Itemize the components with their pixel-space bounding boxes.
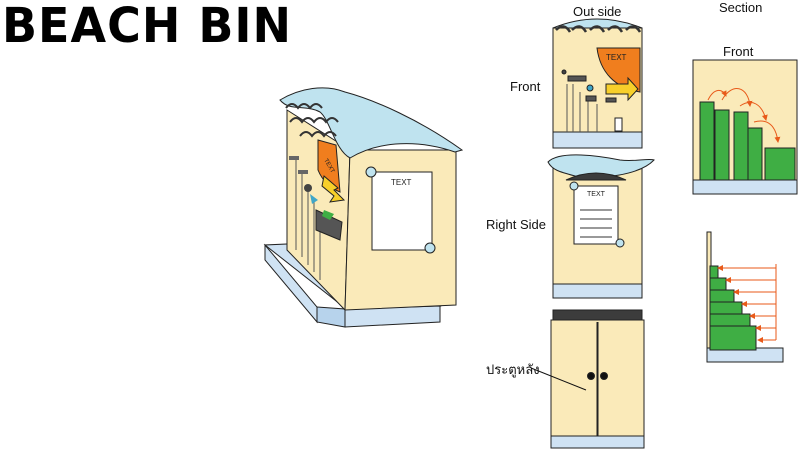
front-view	[552, 18, 643, 149]
label-back-door: ประตูหลัง	[486, 362, 540, 377]
page-title: BEACH BIN	[2, 0, 293, 54]
back-view	[530, 309, 645, 449]
front-section	[692, 59, 798, 195]
front-yellow-arrow	[605, 76, 639, 102]
iso-yellow-arrow	[321, 175, 346, 203]
iso-right-panel	[371, 171, 433, 251]
side-roof	[547, 154, 655, 178]
label-outside: Out side	[573, 4, 622, 19]
label-section: Section	[719, 0, 763, 15]
side-panel	[573, 185, 619, 245]
door-knob-right	[600, 372, 608, 380]
iso-base-front	[316, 306, 346, 328]
isometric-bin	[263, 87, 464, 328]
right-side-view	[547, 154, 655, 299]
iso-panel-text: TEXT	[391, 178, 412, 187]
iso-display	[315, 209, 343, 241]
label-front: Front	[510, 79, 541, 94]
iso-base-left	[264, 243, 318, 324]
side-panel-text: TEXT	[587, 191, 606, 198]
side-section	[706, 231, 784, 363]
label-right-side: Right Side	[486, 217, 546, 232]
door-knob-left	[587, 372, 595, 380]
label-front-section: Front	[723, 44, 754, 59]
iso-roof	[279, 87, 464, 159]
front-sign-text: TEXT	[606, 53, 627, 62]
